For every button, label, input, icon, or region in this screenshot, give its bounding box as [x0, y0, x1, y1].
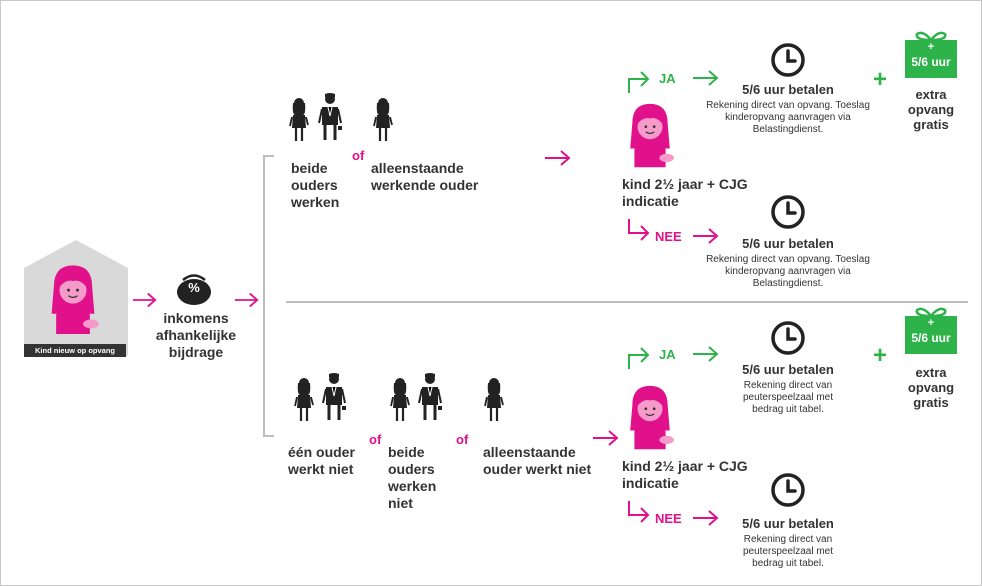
house-label: Kind nieuw op opvang [24, 344, 126, 357]
arrow-up-icon [626, 344, 652, 370]
gift-label: 5/6 uur [911, 55, 951, 69]
pay-info-no: 5/6 uur betalen Rekening direct van peut… [703, 516, 873, 570]
parent-icon [322, 372, 346, 424]
or-label: of [456, 432, 469, 447]
child-icon [624, 382, 676, 450]
parent-icon [318, 92, 342, 144]
arrow-icon [692, 346, 720, 362]
group-label-single-working: alleenstaande werkende ouder [371, 160, 479, 193]
plus-label: + [873, 66, 888, 93]
gift-icon [905, 31, 957, 78]
pay-title: 5/6 uur betalen [742, 82, 834, 97]
group-label-both-work: beide ouders werken [291, 160, 340, 210]
group-label-both-not-working: beide ouders werken niet [388, 444, 437, 511]
purse-label: inkomens afhankelijke bijdrage [155, 310, 237, 360]
arrow-down-icon [626, 218, 652, 244]
pay-info-no: 5/6 uur betalen Rekening direct van opva… [703, 236, 873, 290]
answer-yes: JA [659, 71, 676, 86]
child-icon [624, 100, 676, 168]
gift-label: 5/6 uur [911, 331, 951, 345]
clock-icon [770, 320, 806, 356]
branch-bracket [263, 155, 968, 437]
arrow-up-icon [626, 68, 652, 94]
arrow-icon [132, 292, 158, 308]
clock-icon [770, 194, 806, 230]
gift-plus: + [927, 317, 935, 329]
parent-icon [289, 95, 309, 145]
parent-icon [418, 372, 442, 424]
parent-icon [294, 375, 314, 425]
gift-plus: + [927, 41, 935, 53]
purse-symbol: % [188, 280, 200, 295]
pay-description: Rekening direct van opvang. Toeslag kind… [706, 100, 870, 135]
parent-icon [484, 375, 504, 425]
arrow-icon [234, 292, 260, 308]
or-label: of [352, 148, 365, 163]
plus-label: + [873, 342, 888, 369]
clock-icon [770, 472, 806, 508]
answer-no: NEE [655, 511, 682, 526]
child-icon [43, 262, 103, 334]
parent-icon [390, 375, 410, 425]
answer-yes: JA [659, 347, 676, 362]
question-label: kind 2½ jaar + CJG indicatie [622, 458, 748, 491]
pay-info-yes: 5/6 uur betalen Rekening direct van opva… [703, 82, 873, 136]
answer-no: NEE [655, 229, 682, 244]
arrow-icon [592, 430, 620, 446]
group-label-single-not-working: alleenstaande ouder werkt niet [483, 444, 592, 477]
pay-info-yes: 5/6 uur betalen Rekening direct van peut… [703, 362, 873, 416]
pay-title: 5/6 uur betalen [742, 516, 834, 531]
extra-label: extra opvang gratis [907, 365, 955, 410]
purse-icon [177, 274, 211, 305]
extra-label: extra opvang gratis [907, 87, 955, 132]
parent-icon [373, 95, 393, 145]
pay-title: 5/6 uur betalen [742, 236, 834, 251]
pay-description: Rekening direct van peuterspeelzaal met … [742, 534, 834, 569]
gift-icon [905, 307, 957, 354]
arrow-down-icon [626, 500, 652, 526]
pay-description: Rekening direct van opvang. Toeslag kind… [706, 254, 870, 289]
clock-icon [770, 42, 806, 78]
pay-description: Rekening direct van peuterspeelzaal met … [742, 380, 834, 415]
or-label: of [369, 432, 382, 447]
arrow-icon [544, 150, 572, 166]
pay-title: 5/6 uur betalen [742, 362, 834, 377]
group-label-one-not-working: één ouder werkt niet [288, 444, 355, 477]
question-label: kind 2½ jaar + CJG indicatie [622, 176, 748, 209]
